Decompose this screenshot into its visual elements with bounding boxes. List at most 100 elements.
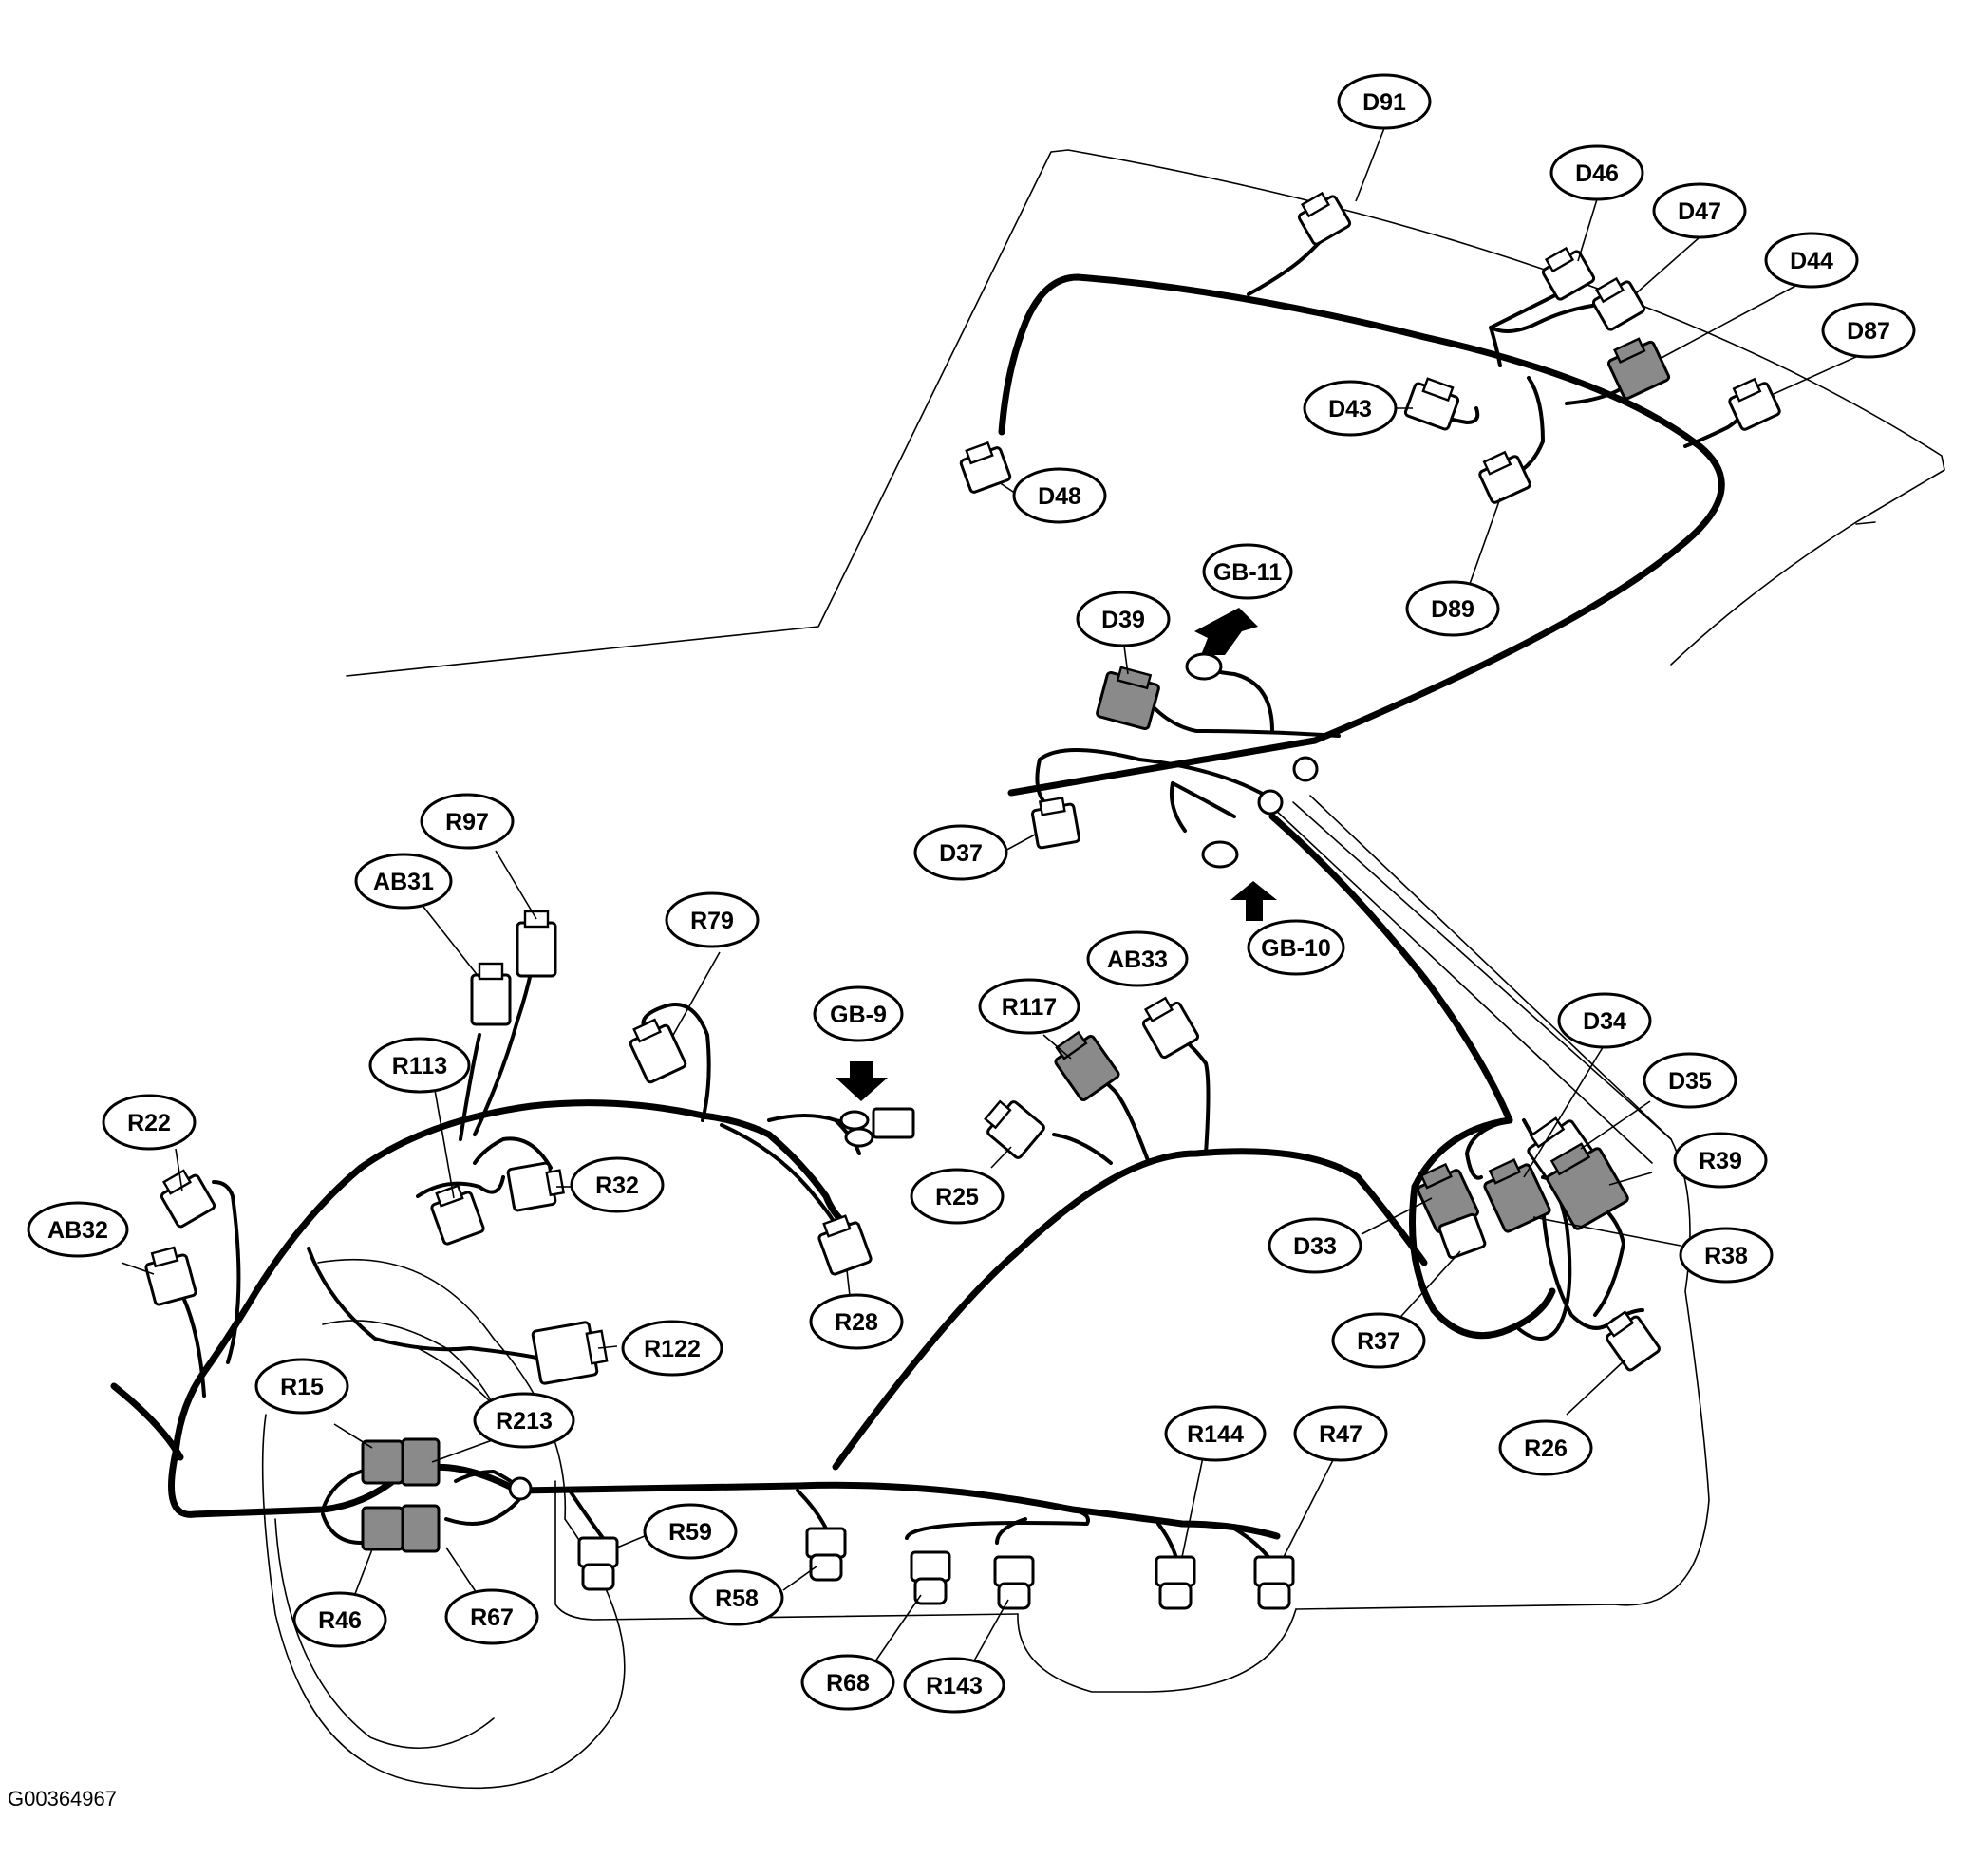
- ground-gb11: [1185, 608, 1258, 681]
- label-r117: R117: [978, 978, 1080, 1035]
- connector-d37: [1030, 796, 1081, 850]
- svg-text:R32: R32: [595, 1172, 639, 1199]
- connector-r37: [1437, 1212, 1487, 1260]
- svg-text:D33: D33: [1293, 1233, 1337, 1260]
- connector-r46: [361, 1504, 441, 1553]
- svg-text:R38: R38: [1704, 1243, 1748, 1269]
- connector-r79: [629, 1018, 687, 1084]
- label-r79: R79: [665, 891, 760, 948]
- svg-text:D87: D87: [1847, 318, 1890, 345]
- svg-text:R113: R113: [392, 1053, 447, 1079]
- label-r59: R59: [643, 1503, 738, 1560]
- connector-r15: [361, 1437, 441, 1487]
- label-d35: D35: [1643, 1052, 1737, 1109]
- connector-d47: [1591, 276, 1646, 331]
- label-r25: R25: [910, 1168, 1005, 1225]
- connector-r143: [993, 1555, 1035, 1610]
- svg-text:R67: R67: [470, 1604, 514, 1631]
- label-r143: R143: [903, 1657, 1005, 1714]
- connector-r68: [910, 1550, 951, 1605]
- svg-text:R122: R122: [644, 1336, 701, 1362]
- label-d34: D34: [1557, 992, 1652, 1049]
- label-d44: D44: [1764, 232, 1859, 289]
- connector-d34: [1483, 1158, 1551, 1233]
- arrow-gb9-icon: [836, 1061, 888, 1101]
- connectors: [144, 191, 1781, 1610]
- svg-text:GB-11: GB-11: [1213, 559, 1282, 586]
- label-r68: R68: [800, 1654, 895, 1711]
- ground-gb9: [836, 1061, 915, 1148]
- label-r22: R22: [102, 1094, 197, 1151]
- label-r113: R113: [368, 1037, 471, 1094]
- svg-text:R68: R68: [826, 1670, 870, 1697]
- label-d48: D48: [1012, 467, 1107, 524]
- grommet-rear: [508, 1476, 533, 1501]
- arrow-gb10-icon: [1230, 881, 1277, 921]
- svg-text:GB-10: GB-10: [1261, 935, 1331, 962]
- label-r37: R37: [1331, 1312, 1426, 1369]
- connector-r59: [577, 1536, 619, 1591]
- label-d43: D43: [1303, 380, 1398, 437]
- connector-d46: [1541, 246, 1596, 301]
- svg-text:AB31: AB31: [373, 869, 434, 895]
- connector-r47: [1253, 1555, 1295, 1610]
- arrow-gb11-icon: [1194, 608, 1258, 655]
- svg-text:GB-9: GB-9: [830, 1002, 887, 1028]
- svg-text:R25: R25: [935, 1184, 979, 1210]
- svg-text:R144: R144: [1187, 1421, 1244, 1448]
- leader-lines: [121, 127, 1869, 1672]
- connector-r58: [805, 1527, 847, 1582]
- svg-text:R39: R39: [1699, 1148, 1742, 1174]
- figure-code: G00364967: [8, 1787, 117, 1810]
- label-d87: D87: [1821, 302, 1916, 359]
- label-r26: R26: [1498, 1419, 1593, 1476]
- connector-r25: [984, 1099, 1045, 1159]
- svg-text:R26: R26: [1524, 1435, 1568, 1462]
- svg-text:R143: R143: [926, 1673, 983, 1699]
- svg-text:R46: R46: [318, 1607, 362, 1634]
- svg-text:D39: D39: [1101, 607, 1145, 633]
- connector-r97: [516, 910, 557, 978]
- svg-text:D34: D34: [1583, 1008, 1626, 1035]
- label-r58: R58: [689, 1569, 784, 1626]
- grommet-lower: [1257, 789, 1284, 816]
- connector-d44: [1606, 337, 1671, 401]
- label-r67: R67: [444, 1588, 539, 1645]
- svg-text:R213: R213: [496, 1408, 553, 1435]
- vehicle-outline: [346, 149, 1945, 1693]
- connector-d48: [959, 441, 1012, 494]
- label-r32: R32: [570, 1156, 665, 1213]
- svg-text:D91: D91: [1362, 89, 1406, 116]
- callout-labels: D91 D46 D47 D44 D87 D43 D48 D89 GB-11 D3…: [27, 73, 1916, 1714]
- svg-text:AB32: AB32: [47, 1217, 108, 1244]
- connector-ab33: [1141, 996, 1200, 1060]
- connector-r28: [817, 1214, 873, 1276]
- label-d33: D33: [1268, 1217, 1362, 1274]
- connector-d91: [1297, 191, 1352, 246]
- label-d91: D91: [1337, 73, 1432, 130]
- ground-points: [836, 608, 1277, 1148]
- connector-r113: [430, 1184, 485, 1246]
- svg-text:D46: D46: [1575, 160, 1619, 187]
- svg-text:R58: R58: [715, 1585, 759, 1612]
- label-d89: D89: [1405, 580, 1500, 637]
- connector-r22: [160, 1169, 216, 1229]
- label-gb10: GB-10: [1247, 919, 1345, 976]
- label-d39: D39: [1076, 591, 1171, 647]
- label-ab32: AB32: [27, 1201, 129, 1258]
- rear-wheel-outline: [261, 1258, 626, 1790]
- connector-r32: [506, 1161, 565, 1212]
- svg-text:D44: D44: [1790, 248, 1833, 274]
- svg-text:R59: R59: [668, 1519, 712, 1546]
- label-d47: D47: [1652, 182, 1747, 239]
- ground-gb10: [1201, 840, 1277, 921]
- connector-r39-r38: [1546, 1142, 1629, 1230]
- label-gb11: GB-11: [1202, 543, 1293, 600]
- label-d46: D46: [1549, 144, 1644, 201]
- connector-r26: [1605, 1310, 1661, 1372]
- svg-text:D35: D35: [1668, 1068, 1712, 1095]
- label-r47: R47: [1293, 1405, 1388, 1462]
- label-r28: R28: [809, 1293, 904, 1350]
- svg-text:R28: R28: [835, 1309, 878, 1336]
